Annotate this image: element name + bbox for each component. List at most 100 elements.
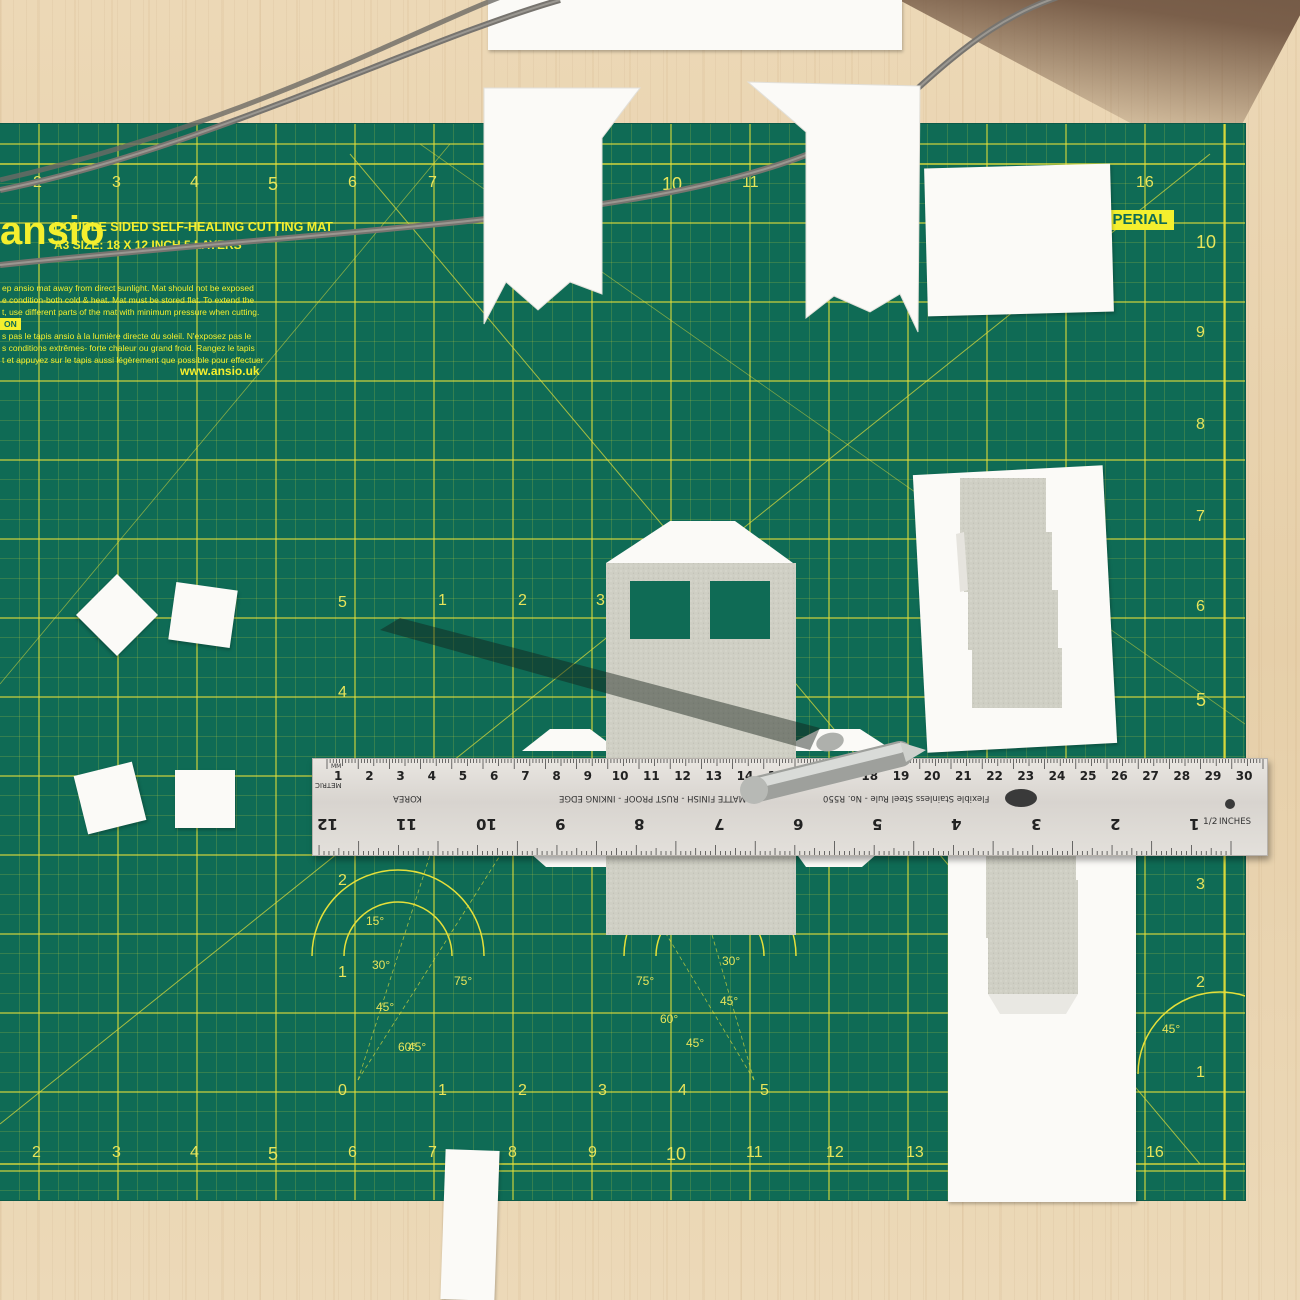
mat-top-number: 7	[428, 174, 437, 191]
ruler-cm-number: 7	[521, 769, 530, 783]
ruler-cm-number: 13	[705, 769, 723, 783]
mat-top-number: 3	[112, 174, 121, 191]
mat-bottom-number: 4	[190, 1144, 199, 1161]
mat-inner-number: 1	[438, 592, 447, 609]
ruler-cm-number: 25	[1079, 769, 1097, 783]
mat-left-number: 4	[338, 684, 347, 701]
mat-bottom-number: 2	[32, 1144, 41, 1161]
paper-banner-right[interactable]	[740, 80, 930, 340]
mat-top-number: 5	[268, 174, 279, 194]
ruler-cm-number: 30	[1235, 769, 1253, 783]
ruler-inch-number: 12	[317, 815, 338, 833]
ruler-inch-number: 7	[713, 815, 724, 833]
ruler-cm-number: 5	[458, 769, 468, 783]
ruler-inch-number: 1	[1189, 815, 1200, 833]
ruler-mm-label: MM	[331, 763, 342, 770]
ruler-cm-number: 21	[955, 769, 972, 783]
mat-bottom-number: 7	[428, 1144, 437, 1161]
mat-right-number: 3	[1196, 876, 1205, 893]
mat-text-en-3: t, use different parts of the mat with m…	[2, 307, 260, 317]
ruler-cm-number: 3	[396, 769, 405, 783]
mat-angle-label: 45°	[408, 1040, 427, 1054]
mat-inner-number: 5	[760, 1082, 769, 1099]
paper-strip-top[interactable]	[488, 0, 902, 50]
paper-square-top-right[interactable]	[924, 163, 1114, 317]
ruler-inch-number: 9	[554, 815, 566, 833]
mat-bottom-number: 13	[906, 1144, 924, 1161]
brand-logo: ansio	[0, 209, 105, 253]
paper-chip-2[interactable]	[168, 581, 238, 649]
ruler-inch-number: 8	[634, 815, 645, 833]
ruler-maker-text: MATTE FINISH - RUST PROOF - INKING EDGE	[559, 793, 746, 803]
mat-angle-label: 30°	[722, 954, 741, 968]
mat-angle-label: 60°	[398, 1040, 417, 1054]
mat-right-number: 10	[1196, 232, 1217, 252]
ruler-cm-number: 2	[365, 769, 374, 783]
ruler-cm-number: 20	[923, 769, 941, 783]
mat-angle-label: 45°	[1162, 1022, 1181, 1036]
ruler-cm-number: 1	[334, 769, 343, 783]
ruler-cm-number: 23	[1017, 769, 1035, 783]
mat-bottom-number: 3	[112, 1144, 121, 1161]
ruler-inch-number: 2	[1110, 815, 1121, 833]
ruler-inch-number: 4	[951, 815, 962, 833]
mat-right-number: 7	[1196, 508, 1205, 525]
mat-angle-label: 45°	[686, 1036, 705, 1050]
mat-right-number: 6	[1196, 598, 1205, 615]
mat-angle-label: 15°	[366, 914, 385, 928]
mat-website: www.ansio.uk	[180, 364, 260, 378]
ruler-inch-number: 11	[396, 815, 418, 833]
card-house-template[interactable]	[510, 515, 920, 945]
mat-text-fr-2: s conditions extrêmes- forte chaleur ou …	[2, 343, 255, 353]
mat-right-number: 5	[1196, 690, 1207, 710]
ruler-hang-hole	[1225, 799, 1235, 809]
ruler-cm-number: 29	[1204, 769, 1222, 783]
mat-bottom-number: 16	[1146, 1144, 1164, 1161]
mat-left-number: 2	[338, 872, 347, 889]
section-label: ON	[0, 318, 21, 330]
mat-angle-label: 45°	[720, 994, 739, 1008]
mat-angle-label: 75°	[454, 974, 473, 988]
mat-bottom-number: 12	[826, 1144, 844, 1161]
ruler-cm-number: 19	[892, 769, 910, 783]
mat-angle-label: 75°	[636, 974, 655, 988]
ruler-cm-number: 6	[490, 769, 499, 783]
ruler-cm-number: 12	[674, 769, 691, 783]
mat-bottom-number: 11	[746, 1144, 763, 1161]
mat-text-en-2: e condition-both cold & heat. Mat must b…	[2, 295, 255, 305]
ruler-inch-number: 5	[872, 815, 883, 833]
ruler-korea-text: KOREA	[393, 793, 422, 803]
mat-angle-label: 45°	[376, 1000, 395, 1014]
paper-banner-left[interactable]	[470, 86, 650, 346]
mat-inner-number: 2	[518, 1082, 527, 1099]
mat-bottom-number: 5	[268, 1144, 279, 1164]
ruler-inch-number: 10	[475, 815, 497, 833]
card-box-net	[956, 478, 1062, 708]
paper-strip-bottom[interactable]	[440, 1149, 500, 1300]
paper-chip-4[interactable]	[175, 770, 235, 828]
mat-angle-label: 30°	[372, 958, 391, 972]
mat-left-number: 0	[338, 1082, 347, 1099]
mat-right-number: 8	[1196, 416, 1205, 433]
mat-top-number: 11	[742, 174, 759, 191]
ruler-cm-number: 8	[552, 769, 561, 783]
mat-text-fr-1: s pas le tapis ansio à la lumière direct…	[2, 331, 252, 341]
craft-knife[interactable]	[730, 720, 930, 810]
mat-text-en-1: ep ansio mat away from direct sunlight. …	[2, 283, 254, 293]
ruler-inches-label: INCHES	[1219, 817, 1251, 827]
card-box-net-lower	[986, 850, 1078, 1014]
knife-shadow	[380, 618, 820, 750]
mat-top-number: 6	[348, 174, 357, 191]
mat-angle-label: 60°	[660, 1012, 679, 1026]
mat-top-number: 4	[190, 174, 199, 191]
ruler-cm-number: 11	[643, 769, 660, 783]
mat-bottom-number: 6	[348, 1144, 357, 1161]
mat-left-number: 5	[338, 594, 347, 611]
ruler-maker-logo-icon	[1005, 789, 1037, 807]
mat-bottom-number: 10	[666, 1144, 687, 1164]
ruler-cm-number: 28	[1173, 769, 1191, 783]
mat-inner-number: 3	[596, 592, 605, 609]
ruler-cm-number: 26	[1111, 769, 1128, 783]
